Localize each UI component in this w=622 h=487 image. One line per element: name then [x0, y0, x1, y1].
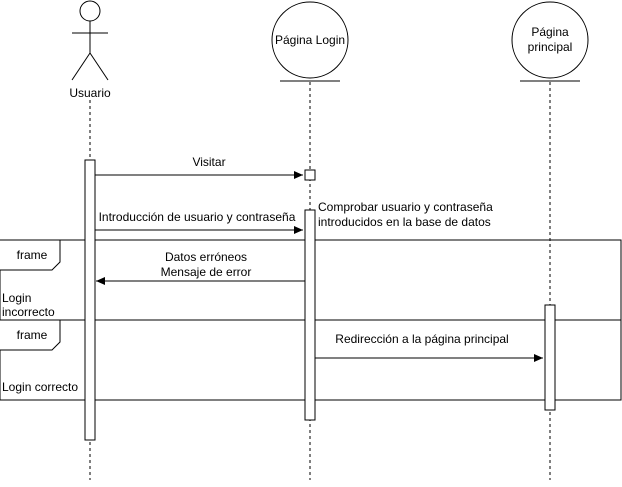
- activation-principal: [544, 304, 556, 411]
- actor-usuario-icon: [71, 0, 109, 81]
- entity-pagina-principal-label-2: principal: [528, 40, 573, 54]
- frame-1-tag-box: [0, 239, 61, 271]
- message-visitar-label: Visitar: [192, 155, 225, 169]
- activation-login-visit: [304, 169, 316, 181]
- frame-1-guard-line2: incorrecto: [2, 305, 55, 319]
- frame-2-tag: frame: [17, 328, 48, 342]
- message-redirect-label: Redirección a la página principal: [335, 332, 508, 346]
- message-credentials-label: Introducción de usuario y contraseña: [99, 210, 296, 224]
- frame-2-tag-box: [0, 319, 61, 351]
- entity-pagina-principal: [511, 1, 589, 82]
- frame-1-guard-line1: Login: [2, 291, 31, 305]
- activation-login-main: [304, 209, 316, 421]
- entity-pagina-login: [271, 1, 349, 82]
- message-error-label-2: Mensaje de error: [161, 265, 252, 279]
- frame-2-guard: Login correcto: [2, 380, 78, 394]
- frame-1-tag: frame: [17, 248, 48, 262]
- note-check-line2: introducidos en la base de datos: [318, 215, 491, 229]
- actor-usuario-label: Usuario: [69, 86, 111, 100]
- activation-usuario: [84, 159, 96, 441]
- note-check-line1: Comprobar usuario y contraseña: [318, 200, 493, 214]
- message-error-label-1: Datos erróneos: [165, 250, 247, 264]
- entity-pagina-principal-label-1: Página: [531, 25, 569, 39]
- entity-pagina-login-label: Página Login: [275, 33, 345, 47]
